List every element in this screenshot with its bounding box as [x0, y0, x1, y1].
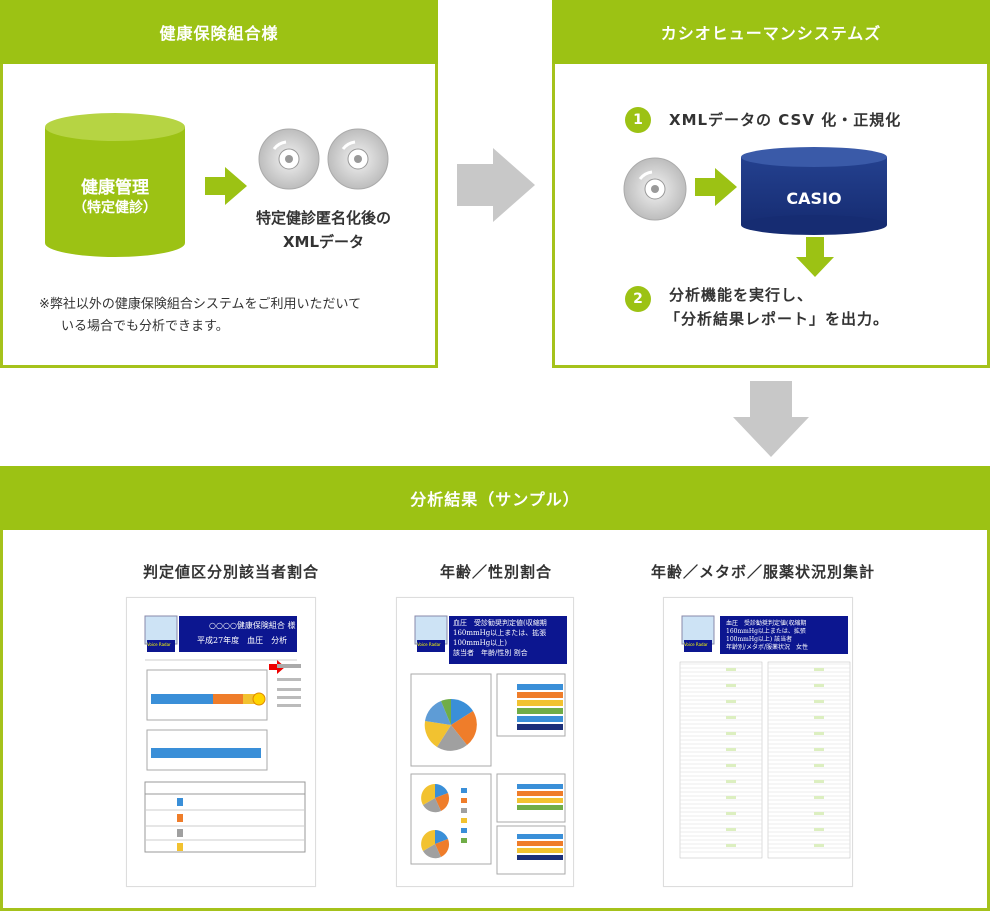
- table-cell-highlight: [814, 796, 824, 799]
- table-cell-highlight: [814, 716, 824, 719]
- report-1-heading-line2: 平成27年度 血圧 分析: [197, 636, 288, 645]
- bottom-panel-title: 分析結果（サンプル）: [0, 466, 990, 530]
- step-2-badge: 2: [625, 286, 651, 312]
- table-cell-highlight: [726, 828, 736, 831]
- bottom-panel: 分析結果（サンプル） 判定値区分別該当者割合 年齢／性別割合 年齢／メタボ／服薬…: [0, 466, 990, 911]
- left-panel: 健康保険組合様 健康管理 （特定健診） 特定健診匿名化後の XMLデータ ※弊社…: [0, 0, 438, 368]
- report-1-badge: Voice Radar: [147, 642, 171, 647]
- table-cell-highlight: [726, 684, 736, 687]
- table-cell-highlight: [726, 764, 736, 767]
- report-2-heading-line2: 160mmHg以上または、拡張: [453, 629, 547, 637]
- sample-report-1: ○○○○健康保険組合 様 平成27年度 血圧 分析 Voice Radar: [126, 597, 316, 887]
- table-cell-highlight: [814, 668, 824, 671]
- xml-data-label-line2: XMLデータ: [282, 233, 365, 251]
- report-2-heading-line1: 血圧 受診勧奨判定値(収縮期: [453, 619, 547, 627]
- report-2-badge: Voice Radar: [417, 642, 441, 647]
- report-3-thumbnail: [679, 615, 851, 859]
- note-line2: いる場合でも分析できます。: [61, 319, 229, 334]
- step-1-text: XMLデータの CSV 化・正規化: [669, 111, 902, 129]
- table-cell-highlight: [814, 828, 824, 831]
- arrow-right-icon-2: [695, 168, 737, 206]
- xml-data-label-line1: 特定健診匿名化後の: [255, 209, 391, 227]
- note-line1: ※弊社以外の健康保険組合システムをご利用いただいて: [39, 297, 362, 312]
- step-2-text-line2: 「分析結果レポート」を出力。: [665, 310, 890, 328]
- table-cell-highlight: [726, 780, 736, 783]
- table-cell-highlight: [814, 764, 824, 767]
- report-1-heading-line1: ○○○○健康保険組合 様: [209, 621, 296, 630]
- table-cell-highlight: [814, 684, 824, 687]
- casio-database-icon: [741, 147, 887, 235]
- cylinder-label-main: 健康管理: [81, 178, 149, 198]
- report-2-thumbnail: [410, 615, 567, 875]
- result-title-1: 判定値区分別該当者割合: [142, 563, 319, 581]
- table-cell-highlight: [726, 668, 736, 671]
- table-cell-highlight: [814, 780, 824, 783]
- flow-arrow-down-icon: [733, 381, 809, 457]
- report-3-heading-line1: 血圧 受診勧奨判定値(収縮期: [726, 620, 807, 627]
- table-cell-highlight: [814, 844, 824, 847]
- right-panel: カシオヒューマンシステムズ 1 XMLデータの CSV 化・正規化 CASIO …: [552, 0, 990, 368]
- table-cell-highlight: [726, 716, 736, 719]
- disc-icon: [623, 157, 687, 221]
- report-2-heading-line4: 該当者 年齢/性別 割合: [453, 649, 528, 657]
- step-1-badge: 1: [625, 107, 651, 133]
- table-cell-highlight: [726, 732, 736, 735]
- arrow-down-icon: [796, 237, 834, 277]
- sample-report-2: 血圧 受診勧奨判定値(収縮期 160mmHg以上または、拡張 100mmHg以上…: [396, 597, 574, 887]
- report-2-heading-line3: 100mmHg以上): [453, 639, 507, 647]
- result-title-3: 年齢／メタボ／服薬状況別集計: [650, 563, 875, 581]
- report-3-heading-line2: 160mmHg以上または、拡張: [726, 628, 806, 635]
- table-cell-highlight: [726, 844, 736, 847]
- report-3-heading-line3: 100mmHg以上) 該当者: [726, 636, 793, 643]
- casio-label: CASIO: [786, 189, 842, 208]
- table-cell-highlight: [814, 700, 824, 703]
- step-2-text-line1: 分析機能を実行し、: [669, 286, 814, 304]
- table-cell-highlight: [726, 700, 736, 703]
- right-panel-title: カシオヒューマンシステムズ: [552, 0, 990, 64]
- report-3-heading-line4: 年齢別/メタボ/服薬状況 女性: [726, 644, 809, 651]
- arrow-right-icon: [205, 167, 247, 205]
- disc-pair-icon: [258, 128, 389, 190]
- left-panel-title: 健康保険組合様: [0, 0, 438, 64]
- table-cell-highlight: [726, 748, 736, 751]
- flow-arrow-right-icon: [457, 148, 535, 222]
- table-cell-highlight: [726, 812, 736, 815]
- sample-report-3: 血圧 受診勧奨判定値(収縮期 160mmHg以上または、拡張 100mmHg以上…: [663, 597, 853, 887]
- table-cell-highlight: [726, 796, 736, 799]
- report-3-badge: Voice Radar: [684, 642, 708, 647]
- table-cell-highlight: [814, 812, 824, 815]
- table-cell-highlight: [814, 732, 824, 735]
- report-1-thumbnail: [144, 615, 306, 853]
- table-cell-highlight: [814, 748, 824, 751]
- health-database-icon: [45, 113, 185, 257]
- result-title-2: 年齢／性別割合: [439, 563, 552, 581]
- cylinder-label-sub: （特定健診）: [73, 200, 157, 216]
